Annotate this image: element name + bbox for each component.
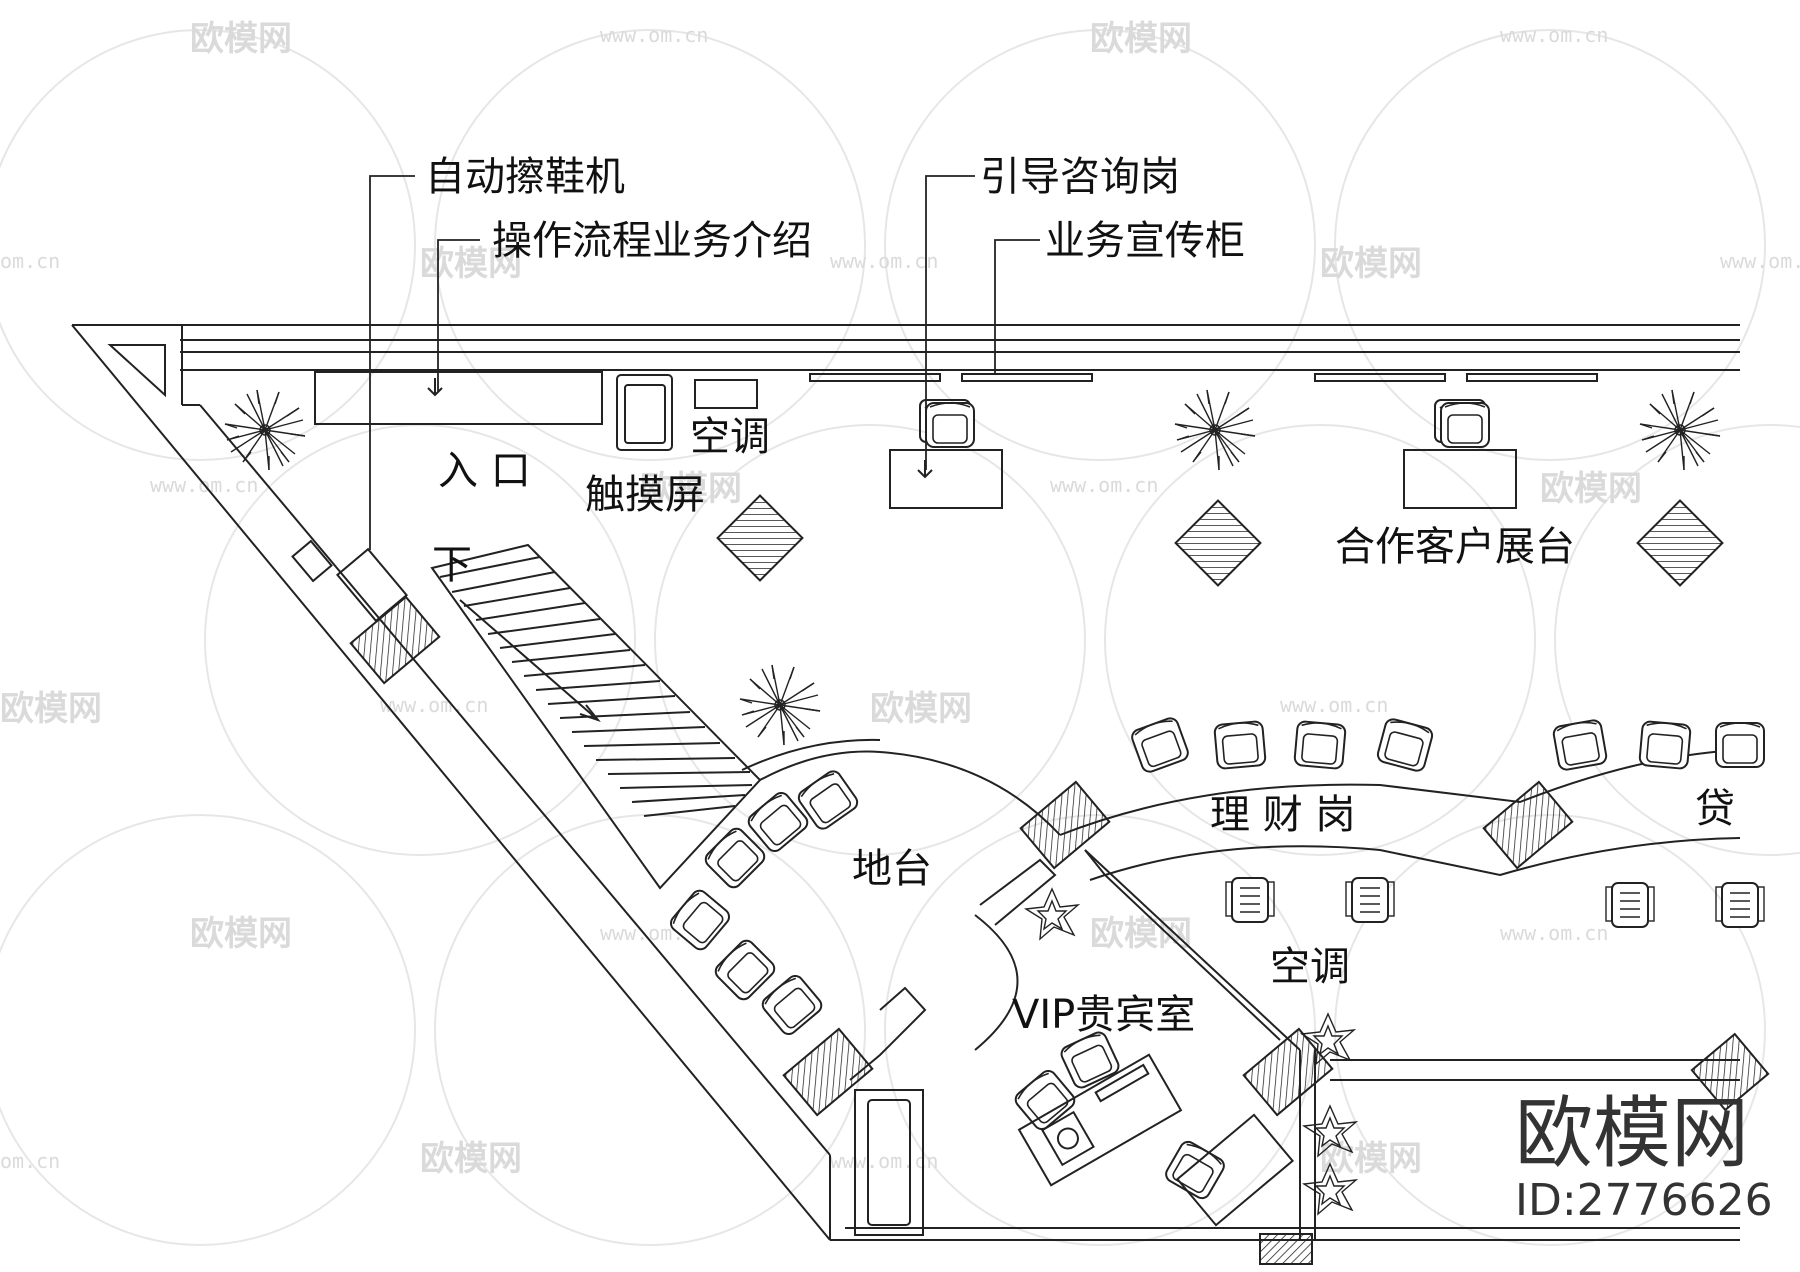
watermark-url: www.om.cn: [830, 1149, 938, 1173]
watermark-url: om.cn: [0, 249, 60, 273]
label-loan: 贷: [1695, 786, 1735, 832]
walls: [71, 324, 1740, 1241]
columns: [349, 494, 1770, 1265]
watermark-url: om.cn: [0, 1149, 60, 1173]
leader-lines: [369, 175, 1040, 550]
label-vip-room: VIP贵宾室: [1012, 992, 1195, 1038]
watermark-logo: 欧模网: [1090, 19, 1192, 59]
label-shoe-machine: 自动擦鞋机: [425, 154, 625, 200]
watermark-url: www.om.cn: [1050, 473, 1158, 497]
watermark-logo: 欧模网: [0, 689, 102, 729]
watermark-url: www.om.cn: [1720, 249, 1800, 273]
watermark-url: www.om.cn: [600, 23, 708, 47]
watermark-logo: 欧模网: [190, 914, 292, 954]
label-touch-screen: 触摸屏: [585, 472, 705, 518]
watermark-url: www.om.cn: [380, 693, 488, 717]
label-promo-cabinet: 业务宣传柜: [1045, 218, 1245, 264]
brand-logo-text: 欧模网: [1515, 1089, 1749, 1179]
watermark-url: www.om.cn: [1280, 693, 1388, 717]
watermark-logo: 欧模网: [1320, 244, 1422, 284]
annotations: 自动擦鞋机 操作流程业务介绍 引导咨询岗 业务宣传柜 空调 入 口 触摸屏 合作…: [425, 154, 1735, 1038]
watermark-url: www.om.cn: [1500, 23, 1608, 47]
label-down: 下: [432, 542, 472, 588]
label-platform: 地台: [852, 846, 932, 892]
model-id: ID:2776626: [1515, 1175, 1773, 1226]
watermark-logo: 欧模网: [420, 244, 522, 284]
label-guide-desk: 引导咨询岗: [980, 154, 1180, 200]
label-process-intro: 操作流程业务介绍: [492, 218, 812, 264]
watermark-url: www.om.cn: [830, 249, 938, 273]
label-finance: 理 财 岗: [1210, 792, 1355, 838]
watermark-logo: 欧模网: [190, 19, 292, 59]
label-ac-mid: 空调: [1270, 944, 1350, 990]
label-entrance: 入 口: [438, 448, 531, 494]
watermark-logo: 欧模网: [1540, 469, 1642, 509]
watermark-logo: 欧模网: [640, 469, 742, 509]
watermark-logo: 欧模网: [420, 1139, 522, 1179]
watermark-url: www.om.cn: [1500, 921, 1608, 945]
label-partner-display: 合作客户展台: [1335, 524, 1575, 570]
brand-mark: 欧模网 ID:2776626: [1515, 1089, 1773, 1226]
label-ac-top: 空调: [690, 414, 770, 460]
plants: [224, 389, 1721, 1215]
watermark-layer: 欧模网 欧模网 欧模网 欧模网 欧模网 欧模网 欧模网 欧模网 欧模网 欧模网 …: [0, 19, 1800, 1246]
watermark-logo: 欧模网: [870, 689, 972, 729]
vip-furniture: [854, 1053, 1294, 1236]
